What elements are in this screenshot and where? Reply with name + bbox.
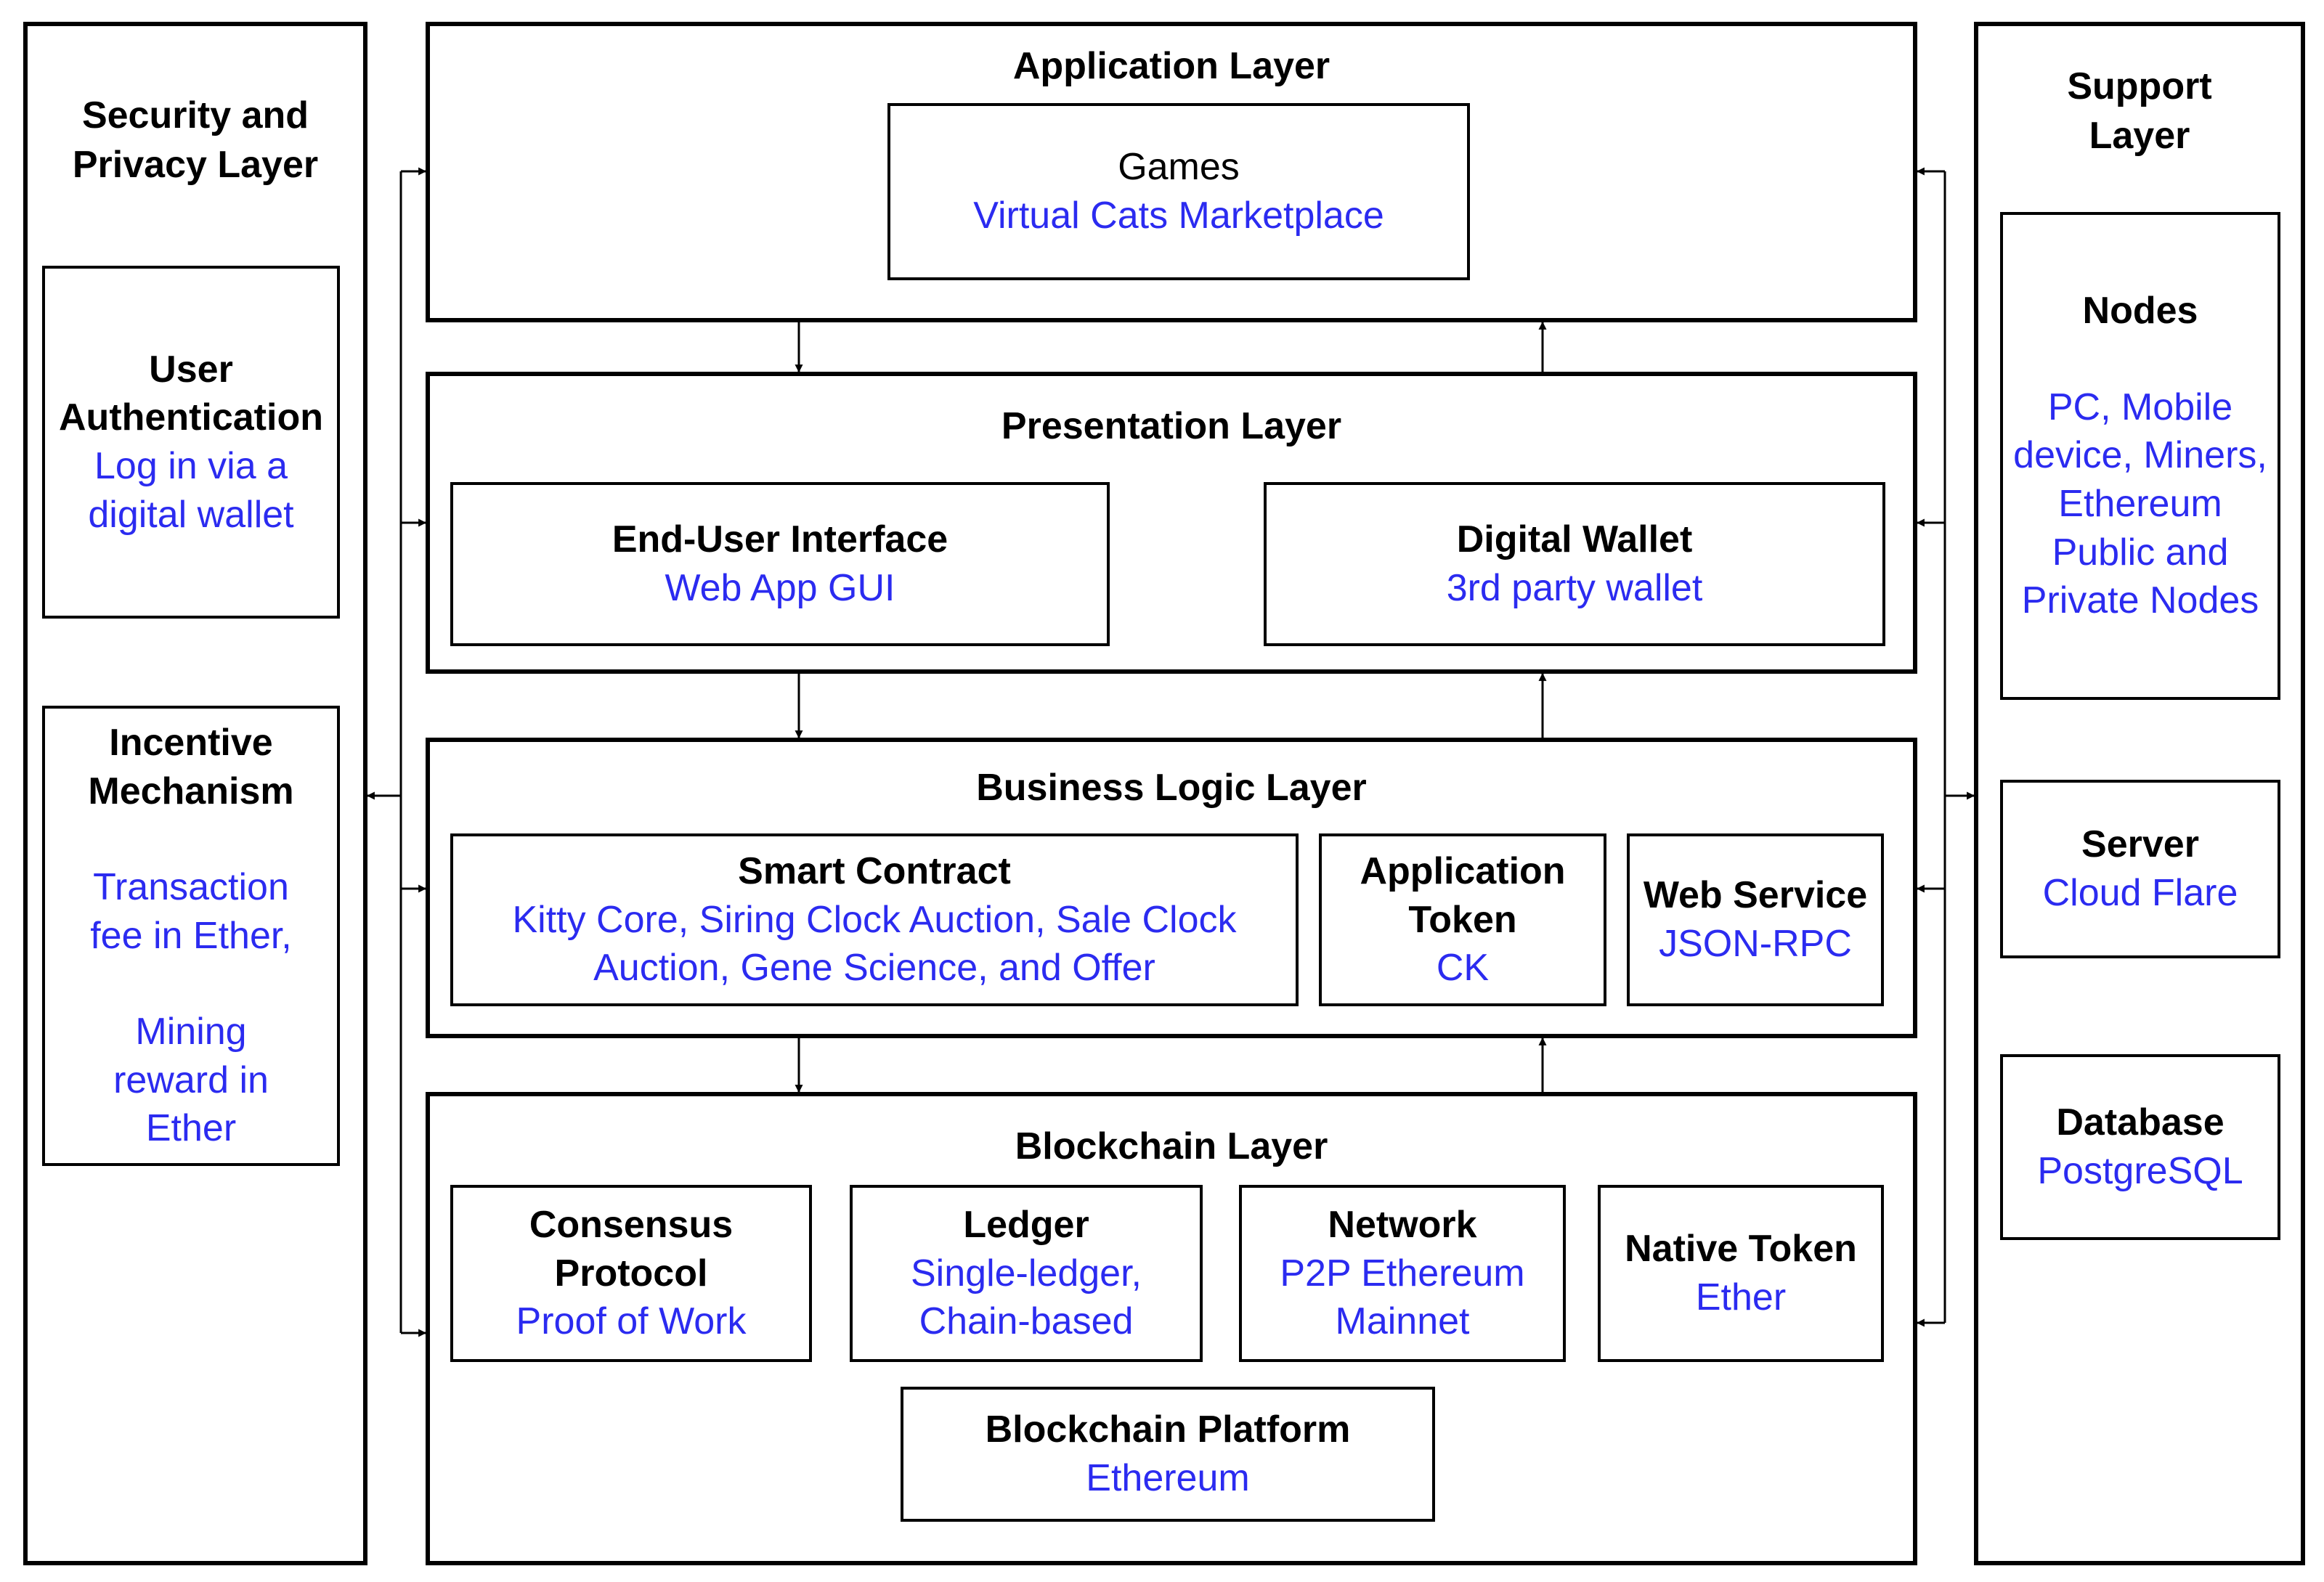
user-authentication-box: User Authentication Log in via a digital… [42,266,340,619]
application-token-box: Application Token CK [1319,833,1606,1006]
database-detail: PostgreSQL [2037,1150,2243,1192]
digital-wallet-box: Digital Wallet 3rd party wallet [1264,482,1885,646]
application-token-title: Application Token [1360,850,1566,941]
native-token-title: Native Token [1625,1228,1857,1271]
user-authentication-detail: Log in via a digital wallet [88,445,294,536]
database-title: Database [2056,1101,2225,1144]
blockchain-platform-detail: Ethereum [1086,1457,1250,1499]
native-token-detail: Ether [1695,1276,1787,1318]
ledger-box: Ledger Single-ledger, Chain-based [850,1185,1203,1362]
smart-contract-box: Smart Contract Kitty Core, Siring Clock … [450,833,1299,1006]
native-token-box: Native Token Ether [1598,1185,1884,1362]
security-layer-title: Security and Privacy Layer [72,94,319,186]
blockchain-platform-title: Blockchain Platform [985,1408,1351,1451]
web-service-detail: JSON-RPC [1659,923,1852,965]
digital-wallet-title: Digital Wallet [1456,518,1693,561]
smart-contract-detail: Kitty Core, Siring Clock Auction, Sale C… [512,898,1237,990]
web-service-title: Web Service [1643,874,1868,917]
incentive-detail-reward: Mining reward in Ether [113,1011,269,1150]
nodes-title: Nodes [2082,290,2198,333]
games-title: Games [1118,146,1240,189]
ledger-detail: Single-ledger, Chain-based [911,1252,1142,1343]
consensus-protocol-detail: Proof of Work [516,1300,747,1343]
blockchain-layer-title: Blockchain Layer [1015,1125,1328,1167]
server-box: Server Cloud Flare [2000,780,2280,958]
smart-contract-title: Smart Contract [738,850,1011,893]
digital-wallet-detail: 3rd party wallet [1446,567,1703,609]
application-token-detail: CK [1436,947,1490,990]
server-title: Server [2081,823,2199,866]
network-title: Network [1328,1204,1477,1247]
server-detail: Cloud Flare [2042,872,2238,914]
incentive-mechanism-title: Incentive Mechanism [88,722,294,812]
support-layer-title: Support Layer [2067,65,2212,157]
web-service-box: Web Service JSON-RPC [1627,833,1884,1006]
incentive-detail-fee: Transaction fee in Ether, [90,866,292,957]
consensus-protocol-box: Consensus Protocol Proof of Work [450,1185,812,1362]
database-box: Database PostgreSQL [2000,1054,2280,1240]
blockchain-platform-box: Blockchain Platform Ethereum [901,1387,1435,1522]
network-detail: P2P Ethereum Mainnet [1280,1252,1525,1343]
presentation-layer-title: Presentation Layer [1001,405,1342,447]
games-box: Games Virtual Cats Marketplace [887,103,1470,280]
network-box: Network P2P Ethereum Mainnet [1239,1185,1566,1362]
user-authentication-title: User Authentication [59,348,323,439]
incentive-mechanism-box: Incentive Mechanism Transaction fee in E… [42,706,340,1166]
games-detail: Virtual Cats Marketplace [973,195,1384,237]
application-layer-title: Application Layer [1012,45,1330,87]
end-user-interface-title: End-User Interface [612,518,948,561]
ledger-title: Ledger [963,1204,1089,1247]
nodes-box: Nodes PC, Mobile device, Miners, Ethereu… [2000,212,2280,700]
end-user-interface-box: End-User Interface Web App GUI [450,482,1110,646]
nodes-detail: PC, Mobile device, Miners, Ethereum Publ… [2013,386,2267,622]
consensus-protocol-title: Consensus Protocol [529,1204,734,1294]
end-user-interface-detail: Web App GUI [665,567,895,609]
business-logic-layer-title: Business Logic Layer [976,767,1367,809]
